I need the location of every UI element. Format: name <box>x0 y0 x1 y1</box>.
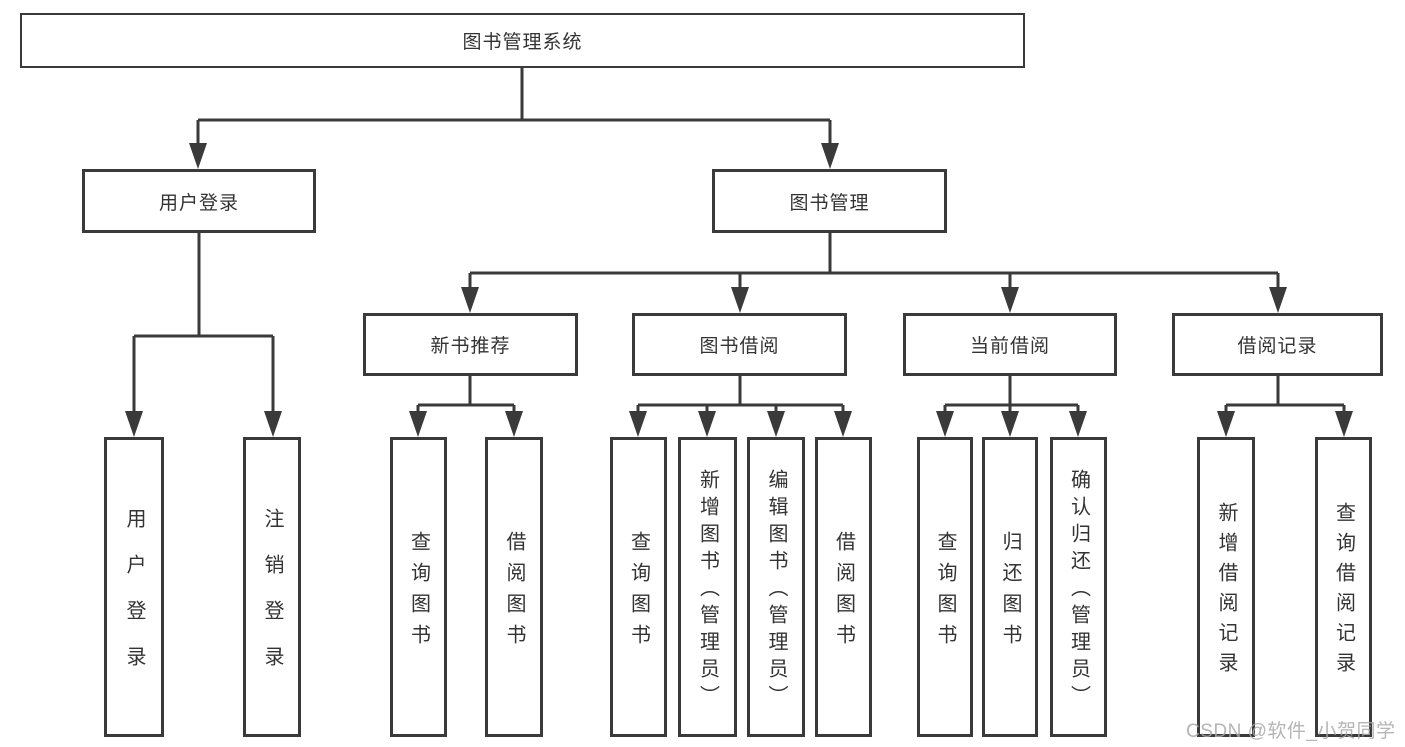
node-leaf-query-books-current: 查询图书 <box>917 437 973 737</box>
node-label: 图书管理系统 <box>462 32 583 53</box>
node-label: 新增借阅记录 <box>1215 502 1237 682</box>
node-label: 查询图书 <box>627 530 650 655</box>
node-book-borrowing: 图书借阅 <box>632 313 847 376</box>
node-label: 当前借阅 <box>969 336 1050 357</box>
node-borrowing-records: 借阅记录 <box>1172 313 1383 376</box>
node-leaf-add-borrow-record: 新增借阅记录 <box>1197 437 1255 737</box>
node-leaf-query-books-borrowing: 查询图书 <box>610 437 667 737</box>
node-leaf-add-books-admin: 新增图书（管理员） <box>678 437 737 737</box>
node-label: 查询借阅记录 <box>1332 502 1355 682</box>
node-user-login-branch: 用户登录 <box>82 169 316 233</box>
node-leaf-logout: 注销登录 <box>243 437 301 737</box>
node-leaf-borrow-books-recommend: 借阅图书 <box>485 437 543 737</box>
node-leaf-return-books: 归还图书 <box>982 437 1038 737</box>
node-book-management-branch: 图书管理 <box>712 169 947 233</box>
node-label: 用户登录 <box>158 192 239 214</box>
node-label: 注销登录 <box>261 508 283 692</box>
node-library-management-system: 图书管理系统 <box>20 13 1025 68</box>
csdn-watermark: CSDN @软件_小贺同学 <box>1186 721 1396 742</box>
node-label: 图书管理 <box>789 192 870 214</box>
node-leaf-borrow-books: 借阅图书 <box>815 437 872 737</box>
node-leaf-edit-books-admin: 编辑图书（管理员） <box>747 437 805 737</box>
node-label: 借阅记录 <box>1237 336 1318 357</box>
node-label: 确认归还（管理员） <box>1067 469 1090 712</box>
node-label: 借阅图书 <box>503 530 525 655</box>
node-label: 图书借阅 <box>699 336 780 357</box>
node-label: 新书推荐 <box>430 336 511 357</box>
node-leaf-confirm-return-admin: 确认归还（管理员） <box>1050 437 1107 737</box>
node-label: 新增图书（管理员） <box>696 469 719 712</box>
node-label: 借阅图书 <box>832 530 855 655</box>
node-label: 编辑图书（管理员） <box>765 469 787 712</box>
node-new-book-recommendation: 新书推荐 <box>363 313 578 376</box>
node-label: 用户登录 <box>123 508 145 692</box>
node-label: 归还图书 <box>999 530 1021 655</box>
node-label: 查询图书 <box>934 530 956 655</box>
node-current-borrowing: 当前借阅 <box>903 313 1117 376</box>
node-leaf-user-login: 用户登录 <box>104 437 164 737</box>
node-leaf-query-books-recommend: 查询图书 <box>390 437 447 737</box>
node-leaf-query-borrow-record: 查询借阅记录 <box>1315 437 1372 737</box>
node-label: 查询图书 <box>407 530 430 655</box>
